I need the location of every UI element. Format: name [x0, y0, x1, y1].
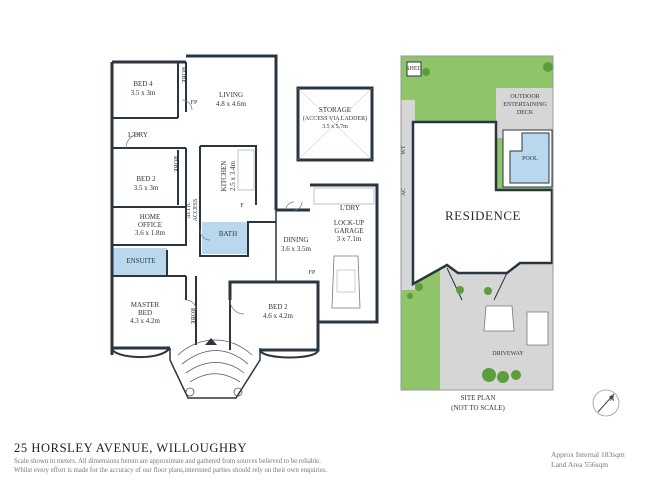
pool-label: POOL	[522, 156, 538, 162]
fireplace-label-1: FP	[191, 100, 198, 106]
master-name-2: BED	[138, 309, 152, 317]
north-label: N	[609, 395, 614, 403]
fireplace-label-2: FP	[309, 270, 316, 276]
shrubs	[407, 62, 553, 383]
internal-area: Approx Internal 183sqm	[551, 450, 625, 459]
bed2a-name: BED 2	[136, 175, 156, 183]
deck-line2: ENTERTAINING	[503, 102, 547, 108]
aircon-label: AC	[401, 188, 407, 196]
site-plan: SHED OUTDOOR ENTERTAINING DECK POOL WT A…	[400, 55, 554, 412]
storage-note: (ACCESS VIA LADDER)	[303, 115, 367, 122]
residence-footprint	[411, 120, 554, 287]
parked-cars	[483, 305, 549, 346]
office-name-2: OFFICE	[138, 221, 162, 229]
ensuite-tiles	[112, 248, 167, 276]
property-address: 25 HORSLEY AVENUE, WILLOUGHBY	[14, 441, 248, 455]
driveway-label: DRIVEWAY	[492, 351, 524, 357]
bed2a-dims: 3.5 x 3m	[134, 184, 159, 192]
site-plan-subtitle: (NOT TO SCALE)	[451, 404, 505, 412]
shed-label: SHED	[406, 66, 422, 72]
dining-name: DINING	[284, 236, 309, 244]
site-boundary	[400, 55, 554, 391]
ensuite-label: ENSUITE	[126, 257, 155, 265]
laundry-label-2: L'DRY	[340, 204, 360, 212]
room-labels: BED 4 3.5 x 3m ROBE LIVING 4.8 x 4.6m FP…	[126, 67, 367, 325]
floor-plan	[110, 54, 379, 399]
office-dims: 3.6 x 1.8m	[135, 229, 166, 237]
bed2b-name: BED 2	[268, 303, 288, 311]
bath-tiles	[202, 222, 248, 254]
robe-label-1: ROBE	[180, 67, 186, 83]
side-path	[401, 100, 415, 290]
kitchen-dims: 2.5 x 3.4m	[229, 160, 237, 191]
pool-shape	[509, 132, 550, 184]
storage-name: STORAGE	[319, 106, 351, 114]
north-arrow: N	[592, 389, 620, 417]
shed-box	[406, 61, 422, 77]
attic-access-line1: ATTIC	[186, 202, 192, 219]
dining-dims: 3.6 x 3.5m	[281, 245, 312, 253]
living-dims: 4.8 x 4.6m	[216, 100, 247, 108]
garage-dims: 3 x 7.1m	[337, 235, 362, 243]
garage-name-1: LOCK-UP	[334, 219, 364, 227]
deck-line1: OUTDOOR	[510, 94, 539, 100]
site-plan-title: SITE PLAN	[461, 394, 496, 402]
garage-name-2: GARAGE	[334, 227, 363, 235]
residence-label: RESIDENCE	[445, 208, 521, 223]
robe-label-3: ROBE	[189, 308, 195, 324]
bath-label: BATH	[219, 230, 237, 238]
bed4-name: BED 4	[133, 80, 153, 88]
land-area: Land Area 556sqm	[551, 460, 609, 469]
master-dims: 4.3 x 4.2m	[130, 317, 161, 325]
robe-label-2: ROBE	[172, 156, 178, 172]
master-name-1: MASTER	[131, 301, 160, 309]
living-name: LIVING	[219, 91, 243, 99]
fridge-label: F	[240, 203, 244, 209]
office-name-1: HOME	[140, 213, 161, 221]
water-tank-label: WT	[401, 145, 407, 155]
bed2b-dims: 4.6 x 4.2m	[263, 312, 294, 320]
kitchen-name: KITCHEN	[220, 161, 228, 192]
bed4-dims: 3.5 x 3m	[131, 89, 156, 97]
deck-line3: DECK	[517, 110, 534, 116]
disclaimer-line1: Scale shown in meters. All dimensions he…	[14, 458, 321, 465]
disclaimer-line2: Whilst every effort is made for the accu…	[14, 467, 328, 474]
laundry-label-1: L'DRY	[128, 131, 148, 139]
attic-access-line2: ACCESS	[193, 199, 199, 222]
storage-dims: 3.5 x 5.7m	[322, 124, 348, 130]
